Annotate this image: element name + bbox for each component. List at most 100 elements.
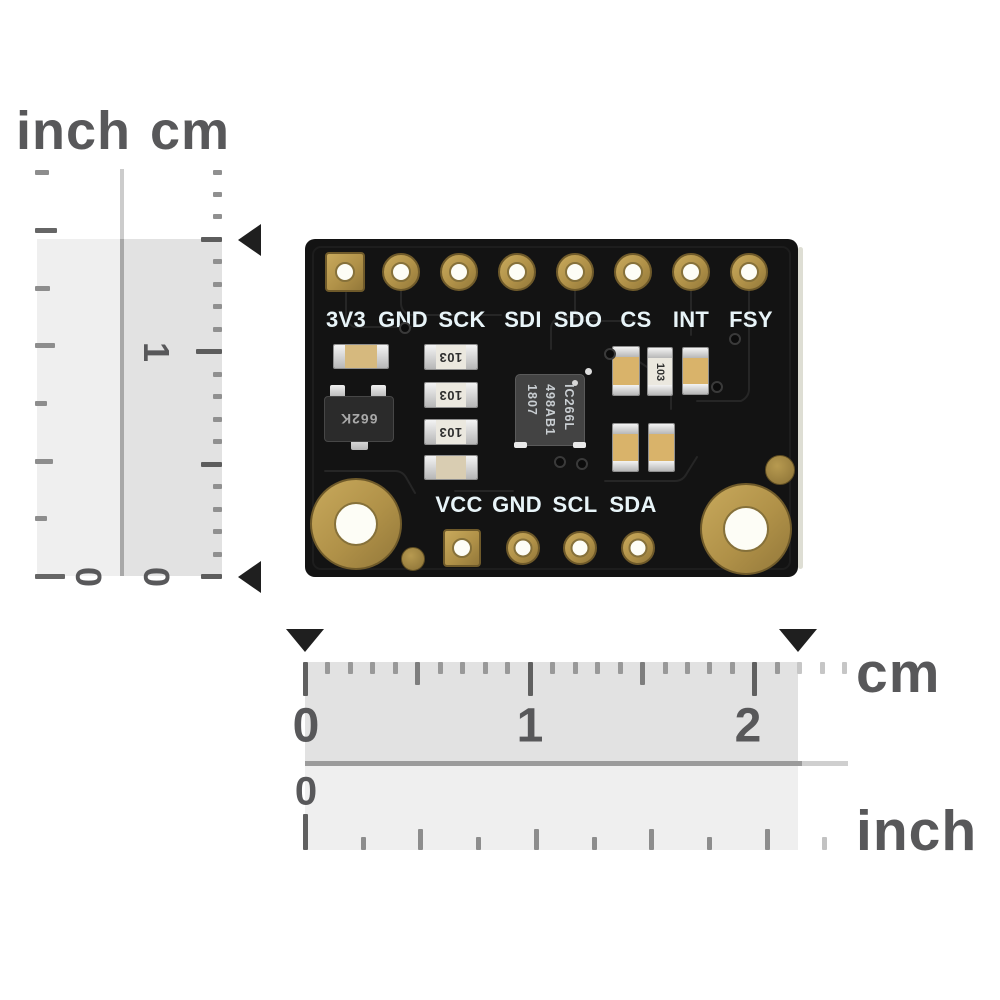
via [711, 381, 723, 393]
ruler-tick [213, 304, 222, 310]
chip-marking-block: IC266L 498AB1 1807 [515, 376, 585, 444]
arrow-down-icon [779, 629, 817, 652]
ruler-tick [35, 227, 57, 233]
horizontal-inch-mark-0: 0 [294, 769, 318, 814]
ruler-tick [213, 551, 222, 557]
top-pin-label: SCK [438, 307, 486, 332]
ruler-tick [35, 285, 50, 291]
capacitor [612, 346, 640, 396]
ruler-tick [201, 461, 222, 467]
ruler-tick [729, 662, 735, 674]
capacitor [612, 423, 639, 472]
ruler-tick [707, 662, 713, 674]
ruler-tick [196, 349, 222, 355]
ruler-tick [527, 662, 533, 696]
gold-via-dot [765, 455, 795, 485]
ruler-tick [35, 343, 55, 349]
bottom-pin-label: SCL [552, 492, 598, 517]
ruler-tick [213, 529, 222, 535]
via [729, 333, 741, 345]
fiducial-dot [585, 368, 592, 375]
transistor-pad [371, 385, 386, 398]
via [576, 458, 588, 470]
resistor-marking: 103 [653, 362, 666, 381]
pin-pad-sda [621, 531, 655, 565]
ruler-tick [533, 829, 539, 850]
ruler-tick [662, 662, 668, 674]
ruler-tick [303, 662, 308, 696]
ruler-tick [415, 662, 421, 685]
pin-pad-sck [440, 253, 478, 291]
chip-marking-line: 1807 [524, 384, 539, 416]
mounting-hole [700, 483, 792, 575]
solder-fillet [514, 442, 527, 448]
top-pin-label: SDI [504, 307, 542, 332]
ruler-tick [213, 326, 222, 332]
ruler-tick [360, 837, 366, 850]
horizontal-cm-mark-2: 2 [734, 699, 762, 753]
ruler-tick [213, 506, 222, 512]
ruler-tick [213, 371, 222, 377]
vertical-inch-unit-label: inch [16, 101, 132, 161]
ruler-tick [822, 837, 828, 850]
transistor-marking: 662K [340, 411, 378, 427]
mounting-hole [310, 478, 402, 570]
arrow-down-icon [286, 629, 324, 652]
horizontal-cm-unit-label: cm [856, 641, 941, 705]
ruler-tick [303, 814, 308, 850]
ruler-tick [649, 829, 655, 850]
resistor-marking: 103 [439, 349, 463, 365]
resistor-103-vertical: 103 [647, 347, 673, 396]
pin-pad-gnd-top [382, 253, 420, 291]
top-pin-label: INT [672, 307, 710, 332]
arrow-left-icon [238, 561, 261, 593]
pin-pad-sdo [556, 253, 594, 291]
measure-band-horizontal-cm [305, 662, 798, 761]
ruler-tick [347, 662, 353, 674]
ruler-tick [35, 516, 47, 522]
top-pin-label: SDO [553, 307, 603, 332]
measure-band-vertical-inch [37, 239, 122, 576]
ruler-tick [482, 662, 488, 674]
ruler-tick [213, 484, 222, 490]
resistor [424, 455, 478, 480]
board-edge-highlight [798, 247, 803, 569]
ruler-separator-line [305, 761, 802, 766]
ruler-tick [460, 662, 466, 674]
vertical-cm-unit-label: cm [150, 101, 231, 161]
resistor-103: 103 [424, 344, 478, 370]
resistor-103: 103 [424, 419, 478, 445]
resistor [333, 344, 389, 369]
via [604, 348, 616, 360]
resistor-marking: 103 [439, 387, 463, 403]
ruler-tick [213, 192, 222, 197]
vertical-inch-mark-0: 0 [68, 566, 109, 588]
ruler-tick [550, 662, 556, 674]
ruler-tick [591, 837, 597, 850]
ruler-tick [774, 662, 780, 674]
transistor-pad [330, 385, 345, 398]
chip-marking-line: 498AB1 [543, 384, 558, 436]
ruler-separator-line [802, 761, 848, 766]
pin-pad-sdi [498, 253, 536, 291]
pin-pad-3v3 [325, 252, 365, 292]
ruler-tick [706, 837, 712, 850]
ruler-tick [35, 574, 65, 579]
ruler-tick [842, 662, 848, 674]
via [399, 322, 411, 334]
sensor-breakout-board: 3V3 GND SCK SDI SDO CS INT FSY 662K 103 … [305, 239, 803, 577]
ruler-tick [325, 662, 331, 674]
pin-pad-gnd-bottom [506, 531, 540, 565]
capacitor [648, 423, 675, 472]
resistor-103: 103 [424, 382, 478, 408]
ruler-divider-line [120, 239, 124, 576]
ruler-tick [213, 416, 222, 422]
via [554, 456, 566, 468]
ruler-tick [213, 394, 222, 400]
pin-pad-scl [563, 531, 597, 565]
bottom-pin-label: SDA [609, 492, 657, 517]
ruler-tick [819, 662, 825, 674]
top-pin-label: FSY [729, 307, 773, 332]
ruler-tick [213, 281, 222, 287]
bottom-pin-label: VCC [435, 492, 483, 517]
